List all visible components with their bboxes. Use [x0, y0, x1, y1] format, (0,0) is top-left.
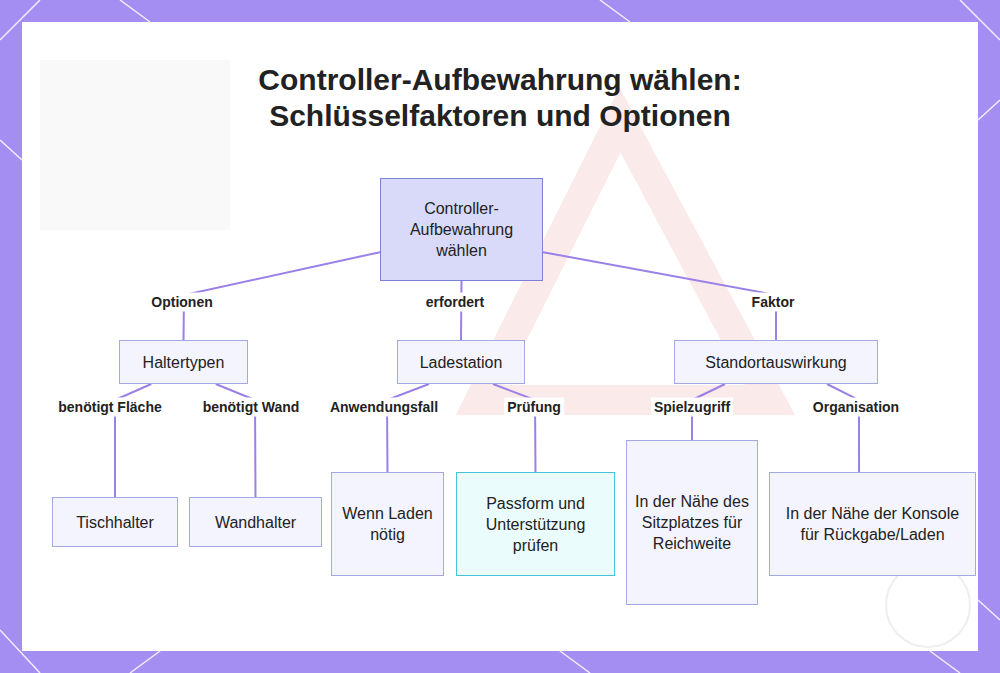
edge-label: benötigt Fläche [55, 398, 164, 417]
category-box: Standortauswirkung [674, 340, 878, 384]
root-box: Controller- Aufbewahrung wählen [380, 178, 543, 281]
node-text: Passform und Unterstützung prüfen [465, 493, 606, 556]
edge-label: Prüfung [504, 398, 564, 417]
category-box: Haltertypen [119, 340, 248, 384]
edge-label: erfordert [423, 293, 487, 312]
category-box: Ladestation [397, 340, 525, 384]
edge-label: Optionen [148, 293, 215, 312]
leaf-box: Wenn Laden nötig [331, 472, 444, 576]
leaf-box: Tischhalter [52, 497, 178, 547]
highlight-box: Passform und Unterstützung prüfen [456, 472, 615, 576]
connector-line [543, 252, 776, 340]
diagram-title: Controller-Aufbewahrung wählen: Schlüsse… [200, 62, 800, 134]
node-text: In der Nähe der Konsole für Rückgabe/Lad… [778, 503, 967, 545]
edge-label: Anwendungsfall [327, 398, 441, 417]
edge-label: Organisation [810, 398, 902, 417]
node-text: Wenn Laden nötig [340, 503, 435, 545]
node-text: In der Nähe des Sitzplatzes für Reichwei… [635, 491, 749, 554]
edge-label: benötigt Wand [200, 398, 303, 417]
edge-label: Spielzugriff [651, 398, 733, 417]
node-text: Wandhalter [215, 512, 296, 533]
node-text: Haltertypen [143, 352, 225, 373]
node-text: Tischhalter [76, 512, 154, 533]
edge-label: Faktor [749, 293, 798, 312]
node-text: Controller- Aufbewahrung wählen [389, 198, 534, 261]
leaf-box: In der Nähe der Konsole für Rückgabe/Lad… [769, 472, 976, 576]
node-text: Ladestation [420, 352, 503, 373]
leaf-box: Wandhalter [189, 497, 322, 547]
leaf-box: In der Nähe des Sitzplatzes für Reichwei… [626, 440, 758, 605]
node-text: Standortauswirkung [705, 352, 846, 373]
